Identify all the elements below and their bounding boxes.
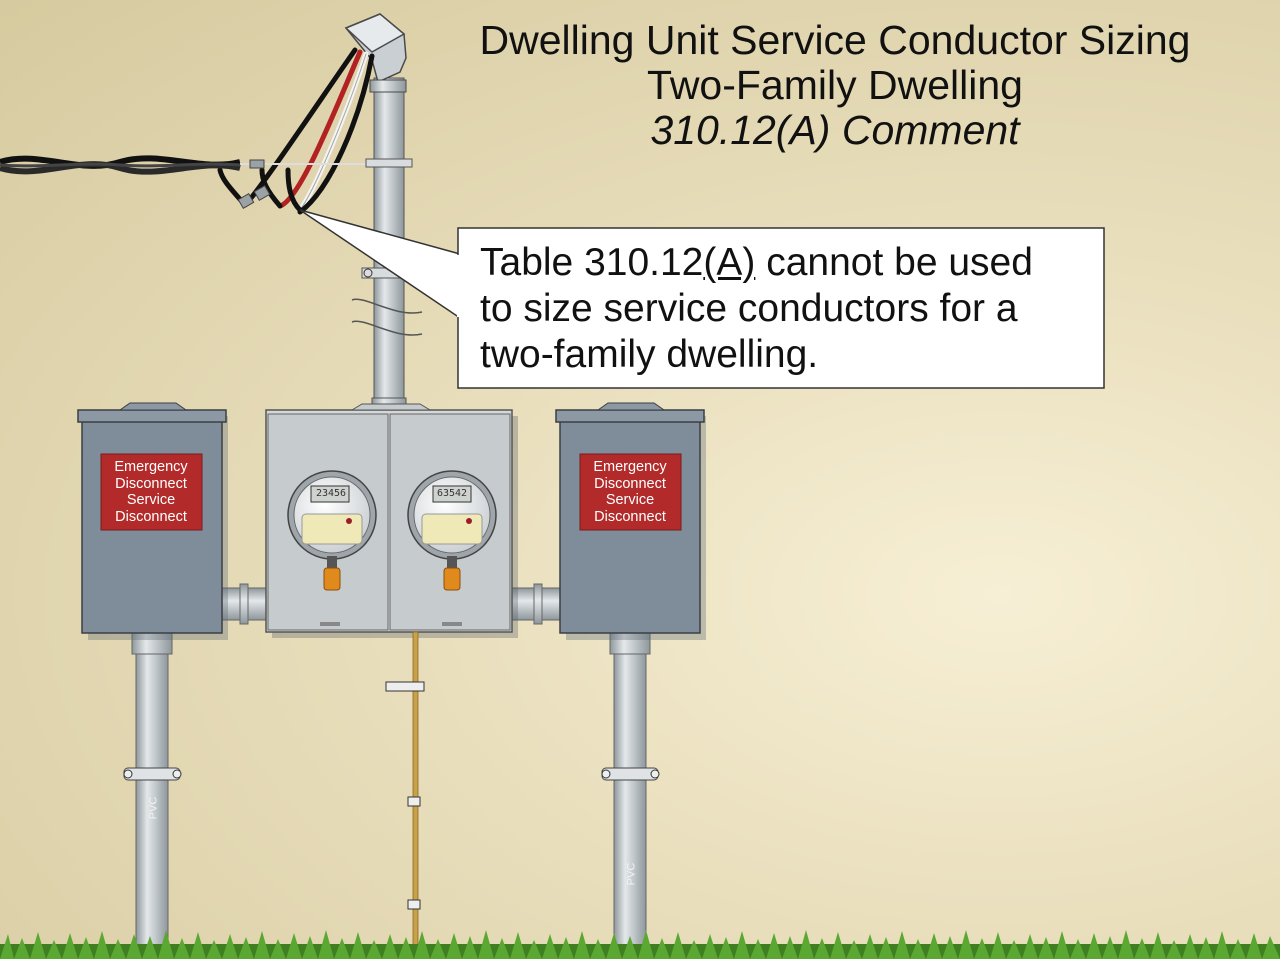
left-pvc-conduit [123,631,182,953]
label-line: Disconnect [115,508,187,525]
label-line: Disconnect [594,475,666,492]
callout-text: Table 310.12(A) cannot be used to size s… [480,240,1092,378]
title-line-3: 310.12(A) Comment [650,107,1020,153]
label-line: Emergency [114,459,188,475]
label-line: Service [126,492,176,508]
left-disconnect-enclosure [77,402,228,640]
break-lines [351,298,423,336]
callout-underlined-ref: (A) [703,241,756,284]
callout-line-3: two-family dwelling. [480,333,819,376]
left-pvc-label: PVC [147,796,160,820]
title-line-1: Dwelling Unit Service Conductor Sizing [479,17,1191,63]
service-drop-cable [0,155,380,210]
callout-table-ref: Table 310.12 [480,241,704,284]
callout-box [299,209,1105,389]
mast-straps [361,158,413,279]
right-disconnect-label: Emergency Disconnect Service Disconnect [580,459,680,525]
label-line: Disconnect [115,475,187,492]
figure-title: Dwelling Unit Service Conductor Sizing T… [430,18,1240,153]
meter-2 [407,470,497,591]
right-pvc-conduit [601,631,660,953]
left-disconnect-label: Emergency Disconnect Service Disconnect [101,459,201,525]
weatherhead [344,13,407,93]
grounding-electrode-conductor [385,631,425,951]
right-disconnect-enclosure [555,402,706,640]
service-conductors [217,47,375,215]
meter-2-reading: 63542 [436,488,468,499]
callout-line-1-rest: cannot be used [755,241,1033,284]
meter-1-reading: 23456 [315,488,347,499]
meter-1 [287,470,377,591]
callout-line-1: Table 310.12(A) cannot be used [480,240,1092,286]
label-line: Service [605,492,655,508]
right-pvc-label: PVC [625,862,638,886]
grass-strip [0,930,1280,959]
callout-line-2: to size service conductors for a [480,287,1018,330]
label-line: Emergency [593,459,667,475]
title-line-2: Two-Family Dwelling [647,62,1023,108]
label-line: Disconnect [594,508,666,525]
